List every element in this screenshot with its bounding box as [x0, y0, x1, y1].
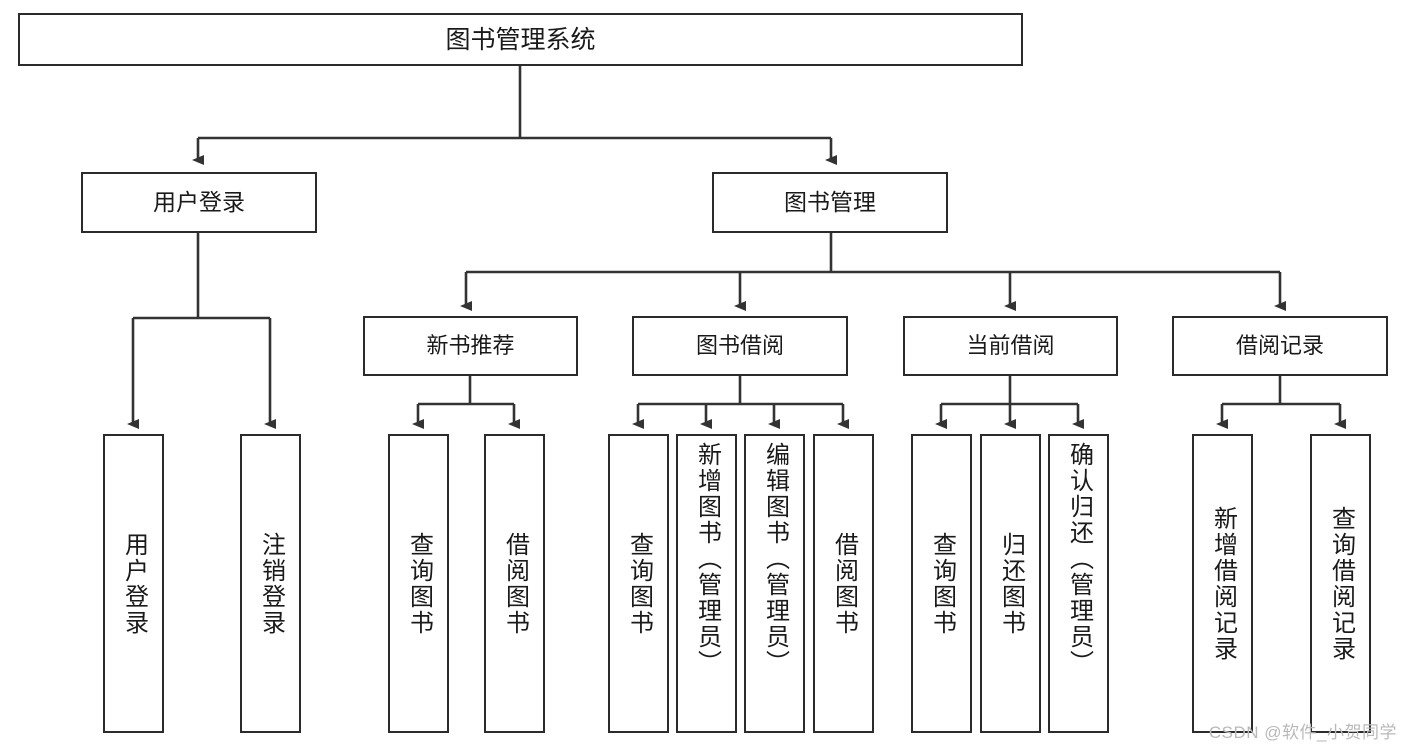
leaf-user-login-login[interactable]: 用户登录 — [103, 434, 164, 733]
node-new-book-recommendation[interactable]: 新书推荐 — [363, 316, 578, 376]
node-label: 图书借阅 — [695, 332, 784, 358]
node-label: 编辑图书（管理员） — [761, 442, 789, 676]
node-label: 新书推荐 — [426, 332, 515, 358]
leaf-borrow-borrow-book[interactable]: 借阅图书 — [813, 434, 874, 733]
leaf-borrow-edit-book-admin[interactable]: 编辑图书（管理员） — [744, 434, 805, 733]
connector-group-root — [192, 66, 837, 165]
node-root-book-management-system[interactable]: 图书管理系统 — [18, 13, 1023, 66]
node-label: 注销登录 — [257, 531, 285, 636]
leaf-new-book-query-book[interactable]: 查询图书 — [388, 434, 449, 733]
node-borrowing-record[interactable]: 借阅记录 — [1172, 316, 1388, 376]
leaf-record-query-record[interactable]: 查询借阅记录 — [1310, 434, 1371, 733]
connector-group-book-manage — [460, 233, 1286, 311]
connector-group-borrow — [632, 376, 849, 429]
node-book-borrowing[interactable]: 图书借阅 — [632, 316, 848, 376]
leaf-new-book-borrow-book[interactable]: 借阅图书 — [484, 434, 545, 733]
leaf-current-return-book[interactable]: 归还图书 — [980, 434, 1041, 733]
leaf-borrow-add-book-admin[interactable]: 新增图书（管理员） — [676, 434, 737, 733]
node-label: 查询借阅记录 — [1327, 505, 1355, 662]
leaf-current-query-book[interactable]: 查询图书 — [911, 434, 972, 733]
node-label: 查询图书 — [405, 531, 433, 636]
node-book-management[interactable]: 图书管理 — [712, 172, 948, 233]
node-user-login[interactable]: 用户登录 — [81, 172, 317, 233]
node-label: 用户登录 — [120, 531, 148, 636]
node-label: 当前借阅 — [966, 332, 1055, 358]
node-label: 查询图书 — [928, 531, 956, 636]
node-label: 借阅记录 — [1235, 332, 1324, 358]
node-label: 归还图书 — [997, 531, 1025, 636]
node-label: 借阅图书 — [830, 531, 858, 636]
connector-group-record — [1216, 376, 1346, 429]
connector-group-current-borrow — [935, 376, 1084, 429]
node-label: 图书管理 — [784, 188, 876, 215]
node-label: 查询图书 — [625, 531, 653, 636]
connector-group-new-book — [412, 376, 520, 429]
leaf-borrow-query-book[interactable]: 查询图书 — [608, 434, 669, 733]
leaf-current-confirm-return-admin[interactable]: 确认归还（管理员） — [1048, 434, 1109, 733]
node-label: 图书管理系统 — [445, 25, 596, 54]
node-label: 新增图书（管理员） — [693, 442, 721, 676]
node-current-borrowing[interactable]: 当前借阅 — [903, 316, 1118, 376]
node-label: 新增借阅记录 — [1209, 505, 1237, 662]
node-label: 确认归还（管理员） — [1065, 442, 1093, 676]
leaf-user-login-logout[interactable]: 注销登录 — [240, 434, 301, 733]
connector-group-user-login — [127, 233, 276, 429]
node-label: 借阅图书 — [501, 531, 529, 636]
node-label: 用户登录 — [153, 188, 245, 215]
leaf-record-add-record[interactable]: 新增借阅记录 — [1192, 434, 1253, 733]
